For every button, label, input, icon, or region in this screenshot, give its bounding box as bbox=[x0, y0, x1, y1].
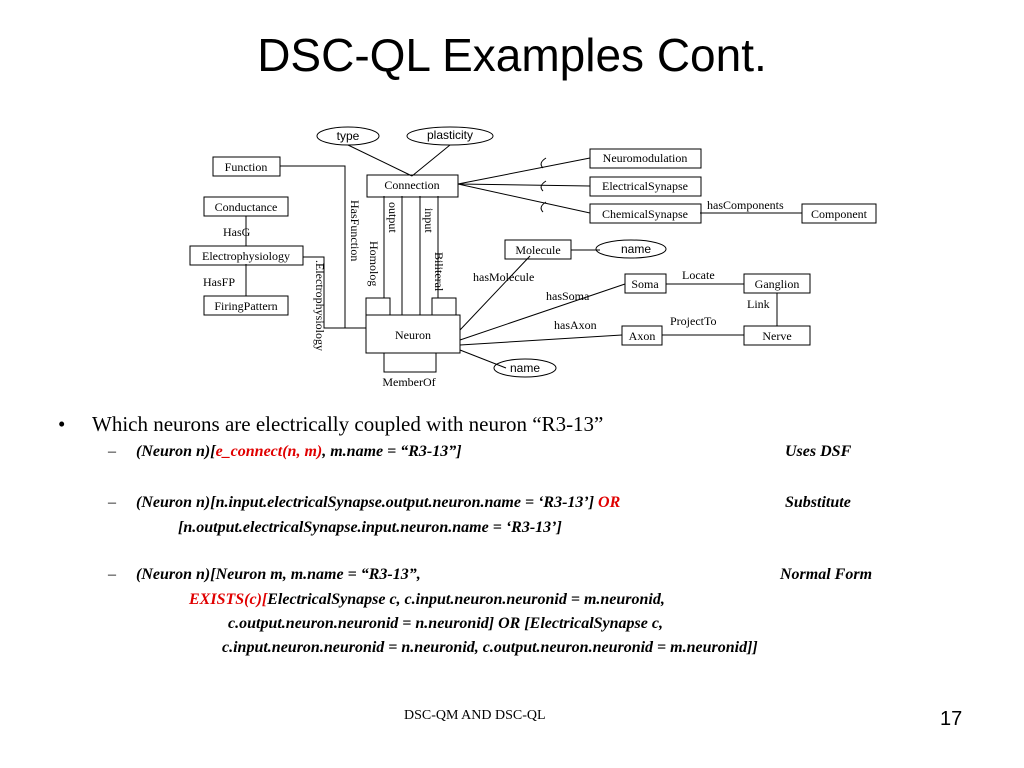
soma-box: Soma bbox=[631, 277, 659, 291]
neuromodulation-box: Neuromodulation bbox=[603, 151, 688, 165]
subitem-3-line1: (Neuron n)[Neuron m, m.name = “R3-13”, bbox=[136, 566, 421, 583]
biliteral-label: Biliteral bbox=[432, 252, 446, 292]
locate-label: Locate bbox=[682, 268, 715, 282]
conductance-box: Conductance bbox=[215, 200, 278, 214]
subitem-1-note: Uses DSF bbox=[785, 443, 852, 460]
subitem-3-note: Normal Form bbox=[780, 566, 873, 583]
plasticity-oval: plasticity bbox=[427, 128, 473, 142]
link-label: Link bbox=[747, 297, 770, 311]
subitem-3-dash: – bbox=[108, 566, 116, 583]
subitem-3-red: EXISTS(c)[ bbox=[189, 591, 268, 608]
subitem-2-line1-wrap: (Neuron n)[n.input.electricalSynapse.out… bbox=[136, 494, 620, 512]
er-diagram: Function Conductance Electrophysiology F… bbox=[189, 126, 877, 389]
has-function-label: HasFunction bbox=[348, 200, 362, 261]
subitem-1-post: , m.name = “R3-13”] bbox=[322, 443, 462, 460]
type-oval: type bbox=[337, 129, 360, 143]
firing-pattern-box: FiringPattern bbox=[214, 299, 277, 313]
has-soma-label: hasSoma bbox=[546, 289, 590, 303]
subitem-1-query: (Neuron n)[e_connect(n, m), m.name = “R3… bbox=[136, 443, 462, 461]
subitem-1-pre: (Neuron n)[ bbox=[136, 443, 216, 460]
slide-title: DSC-QL Examples Cont. bbox=[257, 29, 767, 81]
bullet-text: Which neurons are electrically coupled w… bbox=[92, 412, 604, 436]
subitem-2-or: OR bbox=[598, 494, 621, 511]
output-label: output bbox=[386, 202, 400, 233]
has-g-label: HasG bbox=[223, 225, 251, 239]
member-of-label: MemberOf bbox=[382, 375, 435, 389]
subitem-2-dash: – bbox=[108, 494, 116, 511]
subitem-3-line3: c.output.neuron.neuronid = n.neuronid] O… bbox=[228, 615, 663, 632]
neuron-name-oval: name bbox=[510, 361, 540, 375]
footer-text: DSC-QM AND DSC-QL bbox=[404, 708, 546, 723]
subitem-2-note: Substitute bbox=[785, 494, 851, 511]
ganglion-box: Ganglion bbox=[755, 277, 800, 291]
input-label: input bbox=[422, 208, 436, 233]
neuron-box: Neuron bbox=[395, 328, 431, 342]
nerve-box: Nerve bbox=[762, 329, 791, 343]
electrical-synapse-box: ElectricalSynapse bbox=[602, 179, 688, 193]
subitem-2-line1: (Neuron n)[n.input.electricalSynapse.out… bbox=[136, 494, 595, 511]
bullet-marker: • bbox=[58, 412, 66, 436]
subitem-3-line2: ElectricalSynapse c, c.input.neuron.neur… bbox=[267, 591, 665, 608]
molecule-name-oval: name bbox=[621, 242, 651, 256]
function-box: Function bbox=[225, 160, 268, 174]
homolog-label: Homolog bbox=[367, 241, 381, 286]
subitem-3-line4: c.input.neuron.neuronid = n.neuronid, c.… bbox=[222, 639, 758, 656]
subitem-3-line2-wrap: EXISTS(c)[ElectricalSynapse c, c.input.n… bbox=[189, 591, 665, 609]
page-number: 17 bbox=[940, 708, 963, 730]
has-axon-label: hasAxon bbox=[554, 318, 597, 332]
component-box: Component bbox=[811, 207, 868, 221]
electrophysiology-box: Electrophysiology bbox=[202, 249, 290, 263]
subitem-2-line2: [n.output.electricalSynapse.input.neuron… bbox=[178, 519, 562, 536]
connection-box: Connection bbox=[384, 178, 439, 192]
subitem-1-dash: – bbox=[108, 443, 116, 460]
molecule-box: Molecule bbox=[515, 243, 560, 257]
has-components-label: hasComponents bbox=[707, 198, 784, 212]
project-to-label: ProjectTo bbox=[670, 314, 716, 328]
has-fp-label: HasFP bbox=[203, 275, 235, 289]
electrophysiology-rel-label: .Electrophysiology bbox=[313, 260, 327, 351]
subitem-1-red: e_connect(n, m) bbox=[215, 443, 323, 460]
chemical-synapse-box: ChemicalSynapse bbox=[602, 207, 688, 221]
axon-box: Axon bbox=[629, 329, 656, 343]
has-molecule-label: hasMolecule bbox=[473, 270, 534, 284]
